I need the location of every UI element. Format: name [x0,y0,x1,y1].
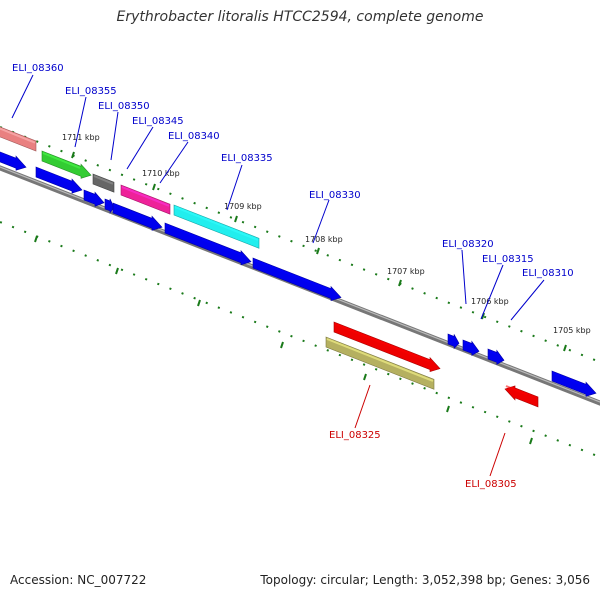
gene-label-eli-08350: ELI_08350 [98,101,150,112]
gene-label-eli-08315: ELI_08315 [482,254,534,265]
genome-summary-text: Topology: circular; Length: 3,052,398 bp… [260,573,590,587]
kbp-label: 1707 kbp [387,267,425,276]
feature-blue-highlight [36,168,72,184]
feature-green-highlight [42,152,81,169]
feature-blue-highlight [165,224,241,256]
kbp-label: 1710 kbp [142,169,180,178]
kbp-label: 1706 kbp [471,297,509,306]
kbp-label: 1711 kbp [62,133,100,142]
feature-cyan-highlight [174,206,259,241]
gene-label-eli-08325: ELI_08325 [329,430,381,441]
label-leader-lines [11,74,545,477]
gene-label-eli-08305: ELI_08305 [465,479,517,490]
feature-blue-highlight [113,204,152,221]
gene-label-eli-08360: ELI_08360 [12,63,64,74]
gene-label-eli-08355: ELI_08355 [65,86,117,97]
kbp-labels: 1711 kbp 1710 kbp 1709 kbp 1708 kbp 1707… [62,133,591,335]
feature-blue-highlight [0,152,16,161]
feature-red [504,385,539,408]
feature-blue-highlight [105,200,110,204]
gene-label-eli-08335: ELI_08335 [221,153,273,164]
gene-labels: ELI_08360 ELI_08355 ELI_08350 ELI_08345 … [12,63,574,490]
feature-blue-highlight [253,259,331,292]
genome-title: Erythrobacter litoralis HTCC2594, comple… [116,9,484,25]
outer-tick-track [0,126,600,363]
feature-red-highlight [334,323,430,363]
kbp-label: 1709 kbp [224,202,262,211]
feature-magenta-highlight [121,186,170,207]
gene-label-eli-08330: ELI_08330 [309,190,361,201]
kbp-label: 1705 kbp [553,326,591,335]
feature-blue-highlight [488,350,497,355]
gene-label-eli-08320: ELI_08320 [442,239,494,250]
feature-salmon [0,126,37,152]
feature-blue-highlight [463,341,472,346]
feature-salmon-highlight [0,127,36,144]
feature-blue-highlight [448,335,454,339]
feature-blue-highlight [552,372,586,387]
feature-red-highlight [505,385,528,396]
major-ticks [34,151,567,445]
feature-gray-highlight [93,175,114,185]
kbp-label: 1708 kbp [305,235,343,244]
gene-label-eli-08310: ELI_08310 [522,268,574,279]
feature-olive-highlight [326,338,434,382]
gene-label-eli-08340: ELI_08340 [168,131,220,142]
gene-label-eli-08345: ELI_08345 [132,116,184,127]
accession-text: Accession: NC_007722 [10,573,147,587]
feature-blue-highlight [84,191,95,197]
gene-features [0,126,597,408]
